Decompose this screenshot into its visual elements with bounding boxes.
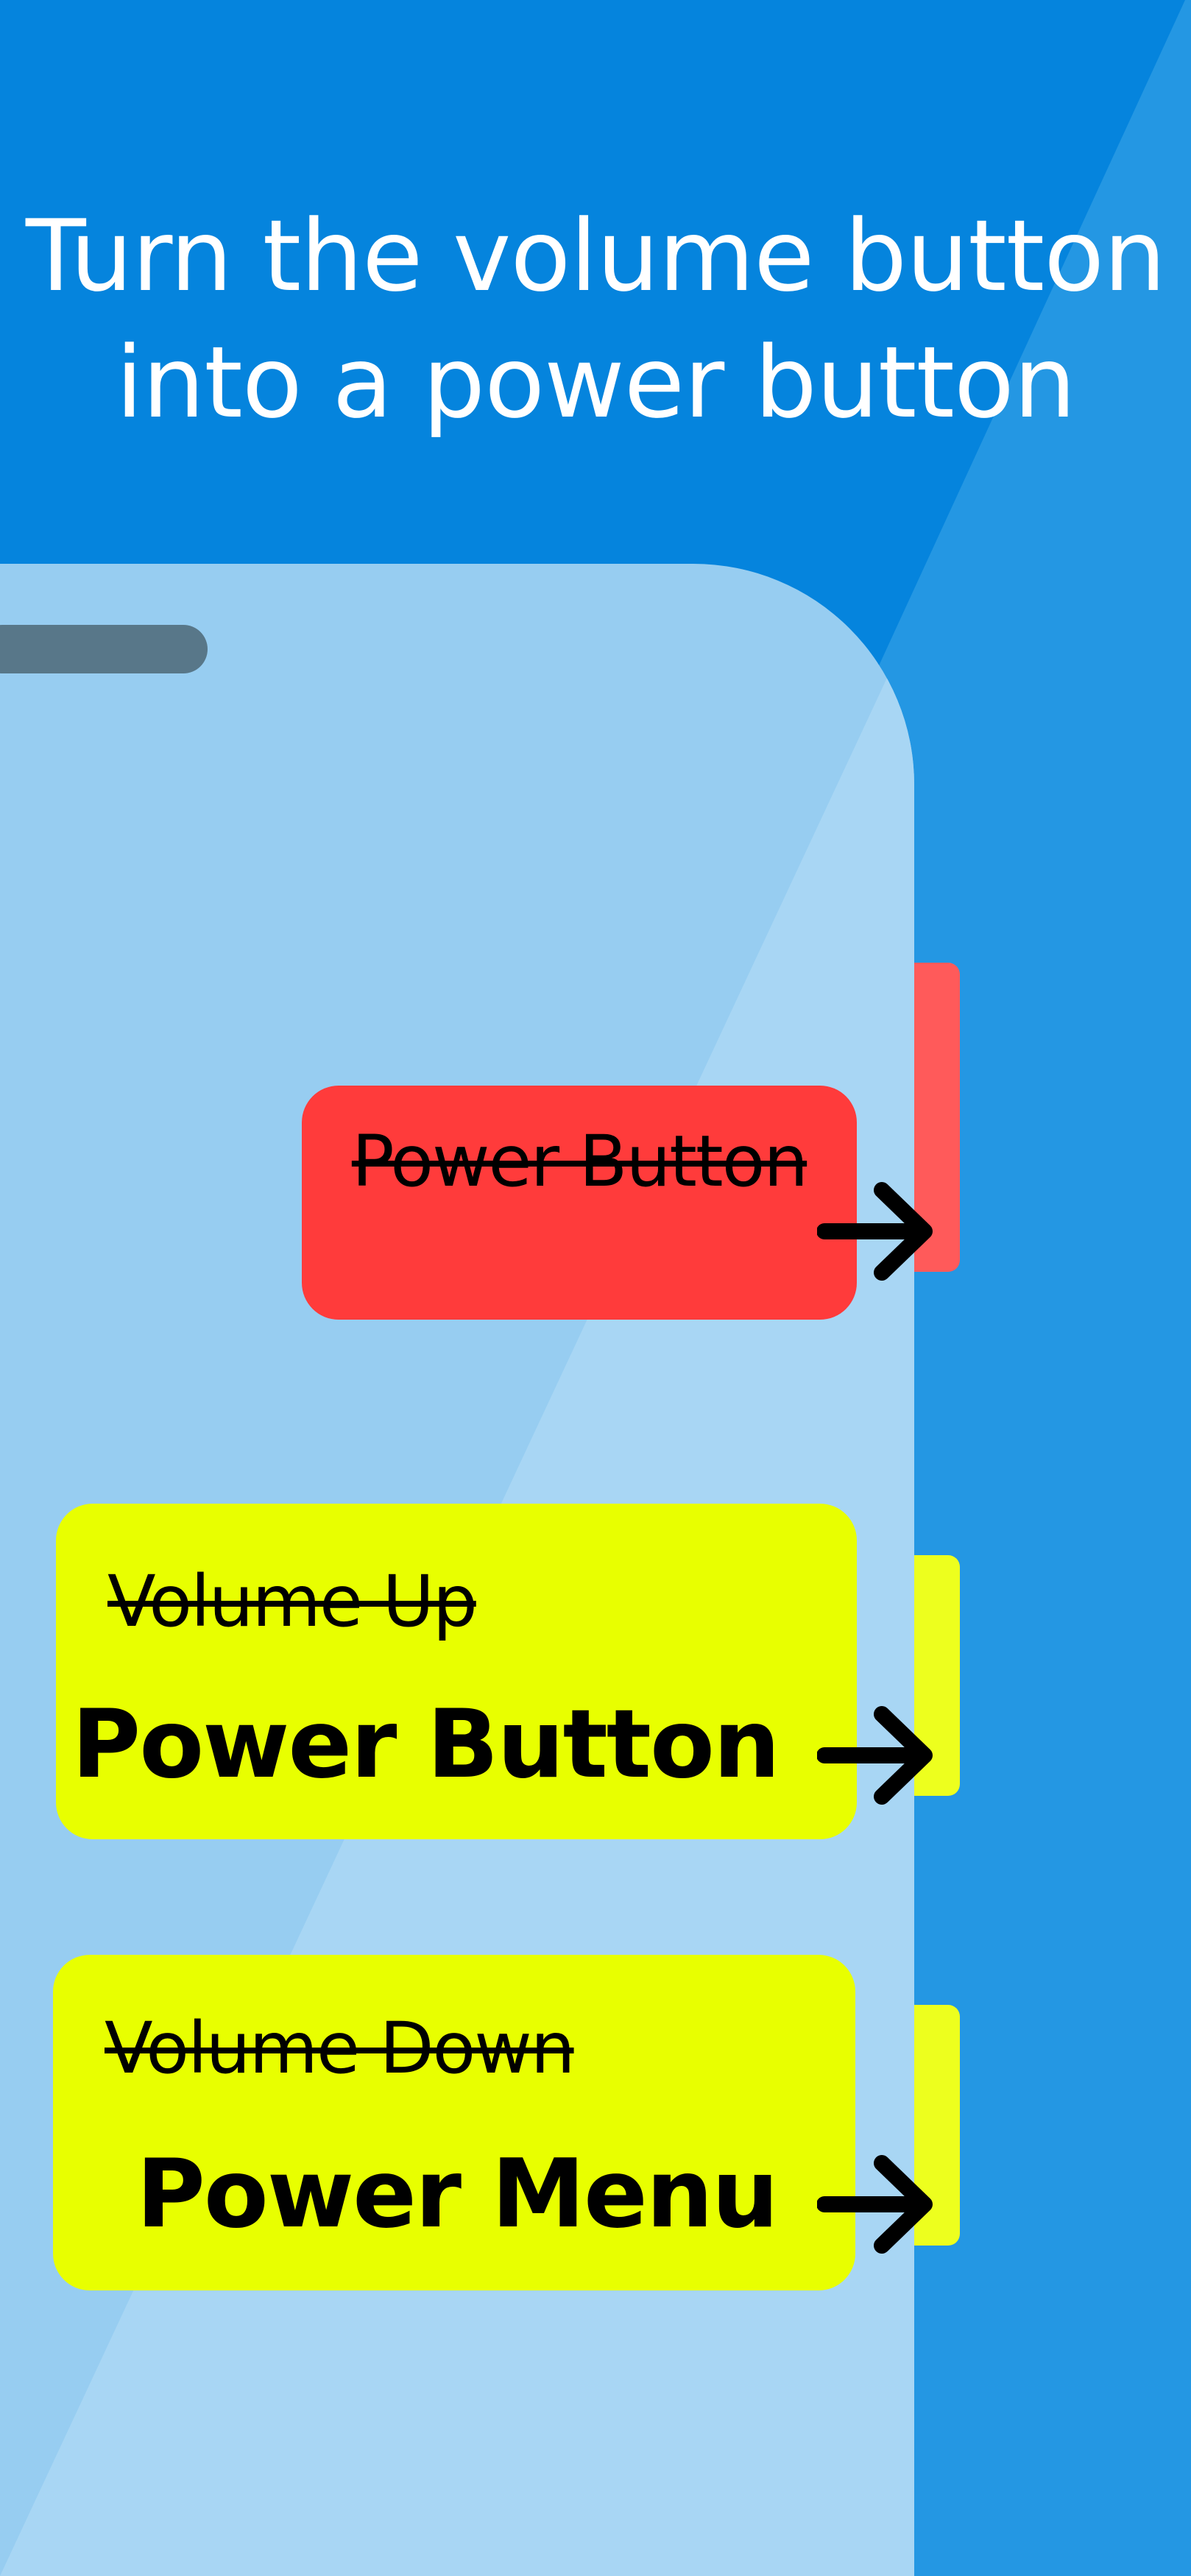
power-button-card: Power Button xyxy=(302,1086,857,1320)
headline: Turn the volume button into a power butt… xyxy=(0,193,1191,446)
phone-speaker-bar xyxy=(0,625,208,673)
power-button-old-label: Power Button xyxy=(351,1120,808,1203)
arrow-right-icon xyxy=(817,2153,935,2256)
headline-line-2: into a power button xyxy=(116,325,1076,440)
volume-up-old-label: Volume Up xyxy=(107,1560,478,1643)
volume-down-card: Volume Down Power Menu xyxy=(53,1955,855,2290)
volume-down-old-label: Volume Down xyxy=(105,2007,576,2090)
volume-up-new-label: Power Button xyxy=(71,1690,780,1800)
arrow-right-icon xyxy=(817,1704,935,1807)
volume-up-card: Volume Up Power Button xyxy=(56,1504,857,1839)
arrow-right-icon xyxy=(817,1180,935,1283)
volume-down-new-label: Power Menu xyxy=(136,2140,779,2249)
headline-line-1: Turn the volume button xyxy=(25,199,1166,314)
